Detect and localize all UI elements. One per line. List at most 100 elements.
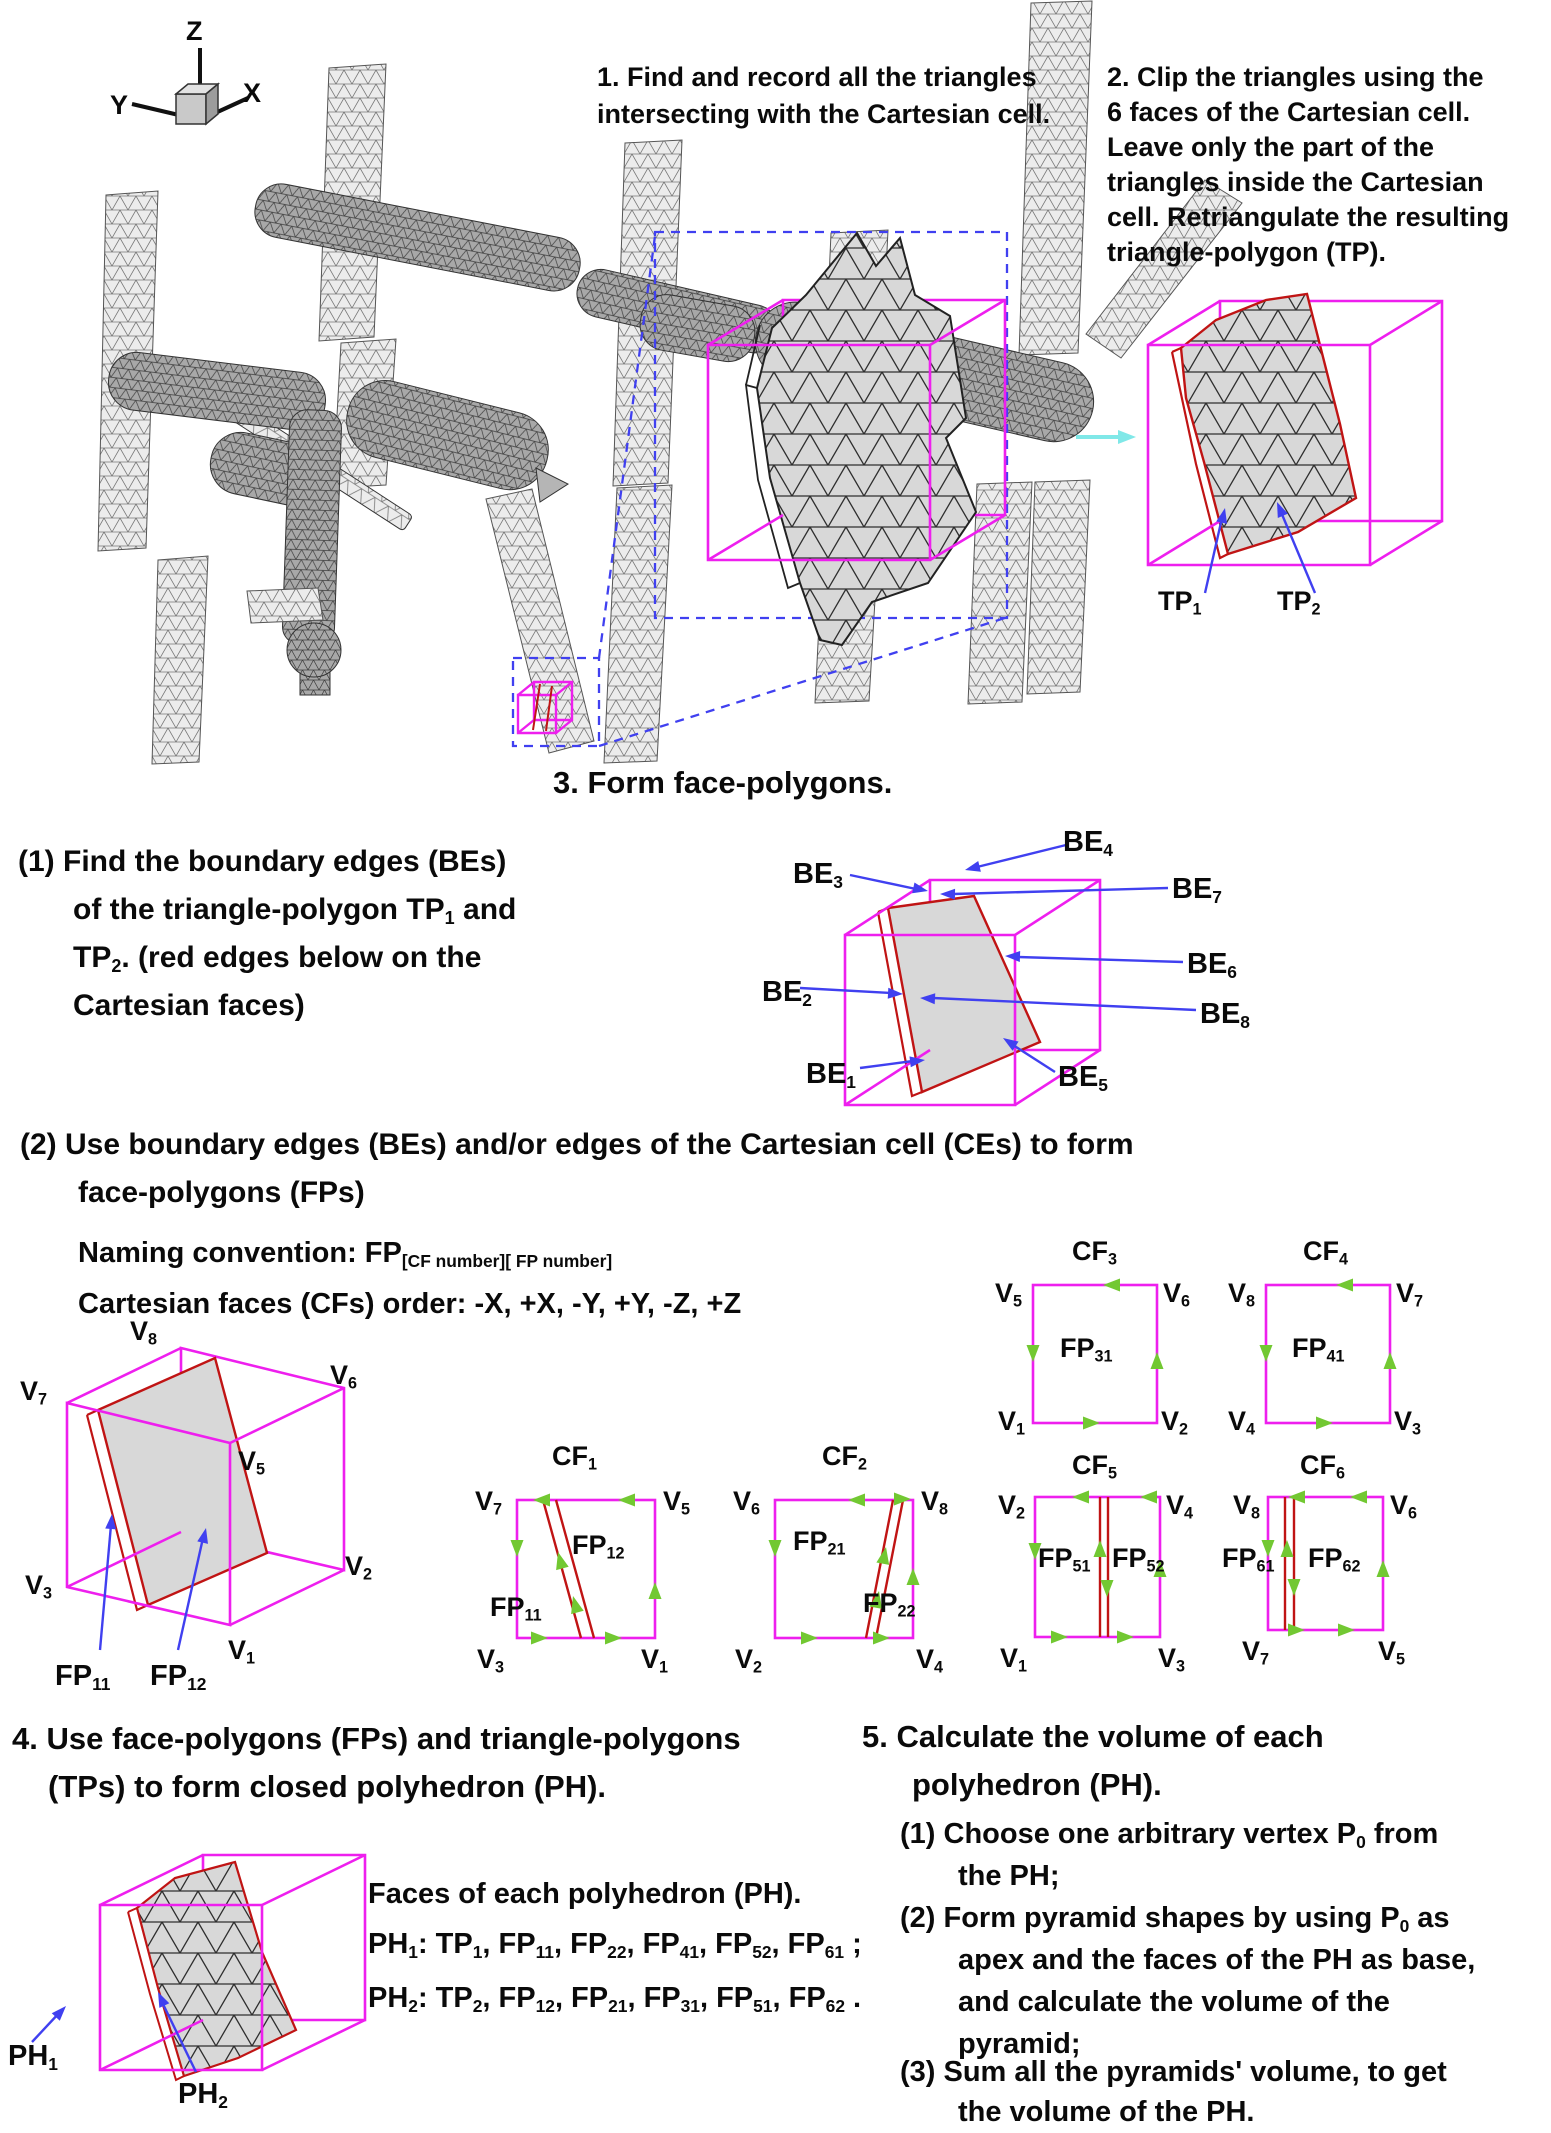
step1-zoom-cell [706, 231, 1007, 647]
cf5-bl-label: V1 [1000, 1643, 1028, 1676]
step4-line2: (TPs) to form closed polyhedron (PH). [48, 1769, 607, 1804]
step4-line1: 4. Use face-polygons (FPs) and triangle-… [12, 1721, 741, 1756]
cf2-br-label: V4 [916, 1644, 944, 1677]
ph1-label: PH1 [8, 2040, 58, 2074]
step2-text-line5: cell. Retriangulate the resulting [1107, 202, 1510, 232]
cf1-tr-label: V5 [663, 1486, 691, 1519]
cf3-fp31-label: FP31 [1060, 1333, 1113, 1366]
vertex-v8-label: V8 [130, 1316, 158, 1349]
step3-item2-line2: face-polygons (FPs) [78, 1176, 365, 1209]
axis-z-label: Z [186, 16, 203, 46]
tp2-label: TP2 [1277, 586, 1321, 619]
be7-label: BE7 [1172, 873, 1222, 907]
step5-item2-line3: and calculate the volume of the [958, 1986, 1390, 2018]
cf3-tr-label: V6 [1163, 1278, 1191, 1311]
cf1-br-label: V1 [641, 1644, 669, 1677]
cf4-fp41-label: FP41 [1292, 1333, 1345, 1366]
step5-line1: 5. Calculate the volume of each [862, 1719, 1324, 1754]
cf3-tl-label: V5 [995, 1278, 1023, 1311]
step3-title: 3. Form face-polygons. [553, 765, 893, 800]
be6-label: BE6 [1187, 948, 1237, 982]
step3-item1-line3: TP2. (red edges below on the [73, 941, 482, 977]
cf4-face-diagram [1259, 1278, 1397, 1430]
cf1-face-diagram [510, 1493, 662, 1645]
cf5-face-diagram [1028, 1490, 1167, 1644]
step5-item1-line2: the PH; [958, 1860, 1060, 1892]
cf3-title: CF3 [1072, 1236, 1118, 1269]
cf5-fp51-label: FP51 [1038, 1543, 1091, 1576]
fp12-label: FP12 [150, 1660, 207, 1694]
cf6-tl-label: V8 [1233, 1490, 1261, 1523]
cf4-title: CF4 [1303, 1236, 1349, 1269]
fp11-label: FP11 [55, 1660, 111, 1694]
ph2-label: PH2 [178, 2078, 228, 2112]
cf2-fp21-label: FP21 [793, 1526, 846, 1559]
cf4-tl-label: V8 [1228, 1278, 1256, 1311]
cf5-title: CF5 [1072, 1450, 1118, 1483]
cf3-bl-label: V1 [998, 1406, 1026, 1439]
tp1-label: TP1 [1158, 586, 1202, 619]
cf4-br-label: V3 [1394, 1406, 1422, 1439]
highlighted-cell-on-mesh [516, 680, 574, 735]
polyhedron-cube [31, 1853, 367, 2082]
vertex-v1-label: V1 [228, 1635, 256, 1668]
cf2-tl-label: V6 [733, 1486, 761, 1519]
step5-item3-line2: the volume of the PH. [958, 2096, 1255, 2128]
cf5-tl-label: V2 [998, 1490, 1026, 1523]
cf3-face-diagram [1026, 1278, 1164, 1430]
step1-text-line2: intersecting with the Cartesian cell. [597, 99, 1051, 129]
cf2-tr-label: V8 [921, 1486, 949, 1519]
vertex-v6-label: V6 [330, 1360, 358, 1393]
step5-line2: polyhedron (PH). [912, 1767, 1162, 1802]
axis-triad-icon [131, 48, 249, 126]
step3-item1-line4: Cartesian faces) [73, 989, 305, 1022]
vertex-v5-label: V5 [238, 1446, 266, 1479]
cf5-br-label: V3 [1158, 1643, 1186, 1676]
step2-text-line4: triangles inside the Cartesian [1107, 167, 1484, 197]
step2-clipped-cell [1146, 292, 1444, 594]
cf2-bl-label: V2 [735, 1644, 763, 1677]
boundary-edges-cube [799, 843, 1197, 1107]
cf6-face-diagram [1261, 1490, 1390, 1637]
step2-text-line2: 6 faces of the Cartesian cell. [1107, 97, 1471, 127]
naming-convention: Naming convention: FP[CF number][ FP num… [78, 1237, 613, 1271]
step5-item2-line4: pyramid; [958, 2028, 1081, 2060]
step5-item1-line1: (1) Choose one arbitrary vertex P0 from [900, 1818, 1439, 1852]
step1-text-line1: 1. Find and record all the triangles [597, 62, 1037, 92]
step3-item1-line2: of the triangle-polygon TP1 and [73, 893, 517, 929]
cf-order: Cartesian faces (CFs) order: -X, +X, -Y,… [78, 1288, 742, 1320]
step5-item2-line2: apex and the faces of the PH as base, [958, 1944, 1476, 1976]
cf2-face-diagram [768, 1492, 920, 1645]
cf2-title: CF2 [822, 1441, 868, 1474]
vertex-v7-label: V7 [20, 1376, 48, 1409]
vertex-v2-label: V2 [345, 1551, 373, 1584]
be8-label: BE8 [1200, 998, 1250, 1032]
cf6-fp61-label: FP61 [1222, 1543, 1275, 1576]
cf1-title: CF1 [552, 1441, 598, 1474]
cf5-tr-label: V4 [1166, 1490, 1194, 1523]
step5-item3-line1: (3) Sum all the pyramids' volume, to get [900, 2056, 1447, 2088]
cf1-fp11-label: FP11 [490, 1592, 542, 1625]
cf6-br-label: V5 [1378, 1636, 1406, 1669]
step3-item1-line1: (1) Find the boundary edges (BEs) [18, 845, 507, 878]
cf4-tr-label: V7 [1396, 1278, 1424, 1311]
step2-text-line6: triangle-polygon (TP). [1107, 237, 1386, 267]
be3-label: BE3 [793, 858, 843, 892]
cf6-tr-label: V6 [1390, 1490, 1418, 1523]
cf1-fp12-label: FP12 [572, 1530, 625, 1563]
cf4-bl-label: V4 [1228, 1406, 1256, 1439]
be1-label: BE1 [806, 1058, 856, 1092]
be2-label: BE2 [762, 976, 812, 1010]
cf2-fp22-label: FP22 [863, 1588, 916, 1621]
cf1-tl-label: V7 [475, 1486, 503, 1519]
cf6-fp62-label: FP62 [1308, 1543, 1361, 1576]
step2-text-line3: Leave only the part of the [1107, 132, 1435, 162]
cf1-bl-label: V3 [477, 1644, 505, 1677]
vertex-v3-label: V3 [25, 1570, 53, 1603]
cf3-br-label: V2 [1161, 1406, 1189, 1439]
cyan-arrow-icon [1076, 430, 1136, 444]
step2-text-line1: 2. Clip the triangles using the [1107, 62, 1484, 92]
axis-y-label: Y [110, 90, 129, 120]
axis-x-label: X [243, 78, 262, 108]
